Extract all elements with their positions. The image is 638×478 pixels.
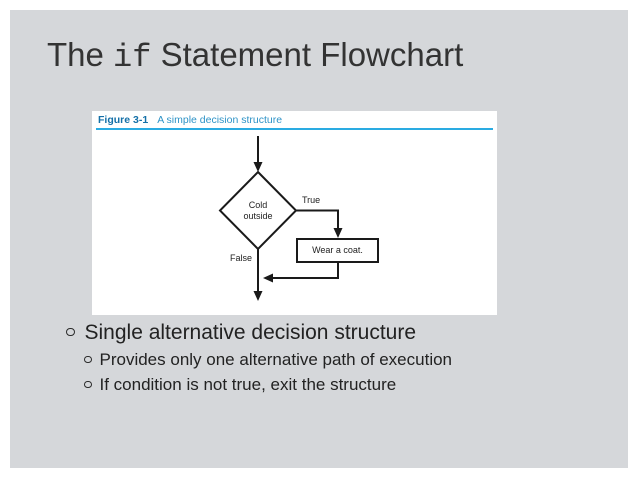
bullet-level2-text: Provides only one alternative path of ex… <box>99 350 453 369</box>
title-code-word: if <box>113 39 152 76</box>
bullet-level1-text: Single alternative decision structure <box>84 321 417 344</box>
entry-arrowhead <box>253 162 263 172</box>
bullet-ring-icon <box>66 327 75 336</box>
bullet-ring-icon <box>84 380 92 388</box>
action-exit-line <box>273 262 339 279</box>
false-label: False <box>230 253 253 263</box>
figure-accent-rule <box>96 128 493 130</box>
condition-label: Cold outside <box>228 200 288 222</box>
title-prefix: The <box>47 36 114 73</box>
slide: The if Statement Flowchart F <box>10 10 628 468</box>
condition-line2: outside <box>243 211 273 221</box>
condition-line1: Cold <box>248 200 268 210</box>
figure-caption-row: Figure 3-1 A simple decision structure <box>98 114 282 126</box>
flowchart <box>218 136 379 301</box>
bullet-level2-item: If condition is not true, exit the struc… <box>84 374 452 395</box>
true-label: True <box>302 195 321 205</box>
bullet-level2-text: If condition is not true, exit the struc… <box>99 375 397 394</box>
bullet-level1: Single alternative decision structure <box>66 320 452 345</box>
figure-caption: A simple decision structure <box>157 114 283 126</box>
title-suffix: Statement Flowchart <box>151 36 464 73</box>
bullet-ring-icon <box>84 355 92 363</box>
true-branch-arrowhead <box>333 228 343 238</box>
exit-arrowhead <box>253 291 263 301</box>
figure-label: Figure 3-1 <box>98 114 149 126</box>
figure-panel: Figure 3-1 A simple decision structure Co… <box>92 111 497 315</box>
slide-title: The if Statement Flowchart <box>47 36 463 76</box>
action-exit-arrowhead <box>263 273 273 283</box>
true-branch-line <box>296 209 339 229</box>
action-label: Wear a coat. <box>312 245 363 255</box>
bullet-list: Single alternative decision structure Pr… <box>66 320 452 395</box>
bullet-level2-item: Provides only one alternative path of ex… <box>84 349 452 370</box>
